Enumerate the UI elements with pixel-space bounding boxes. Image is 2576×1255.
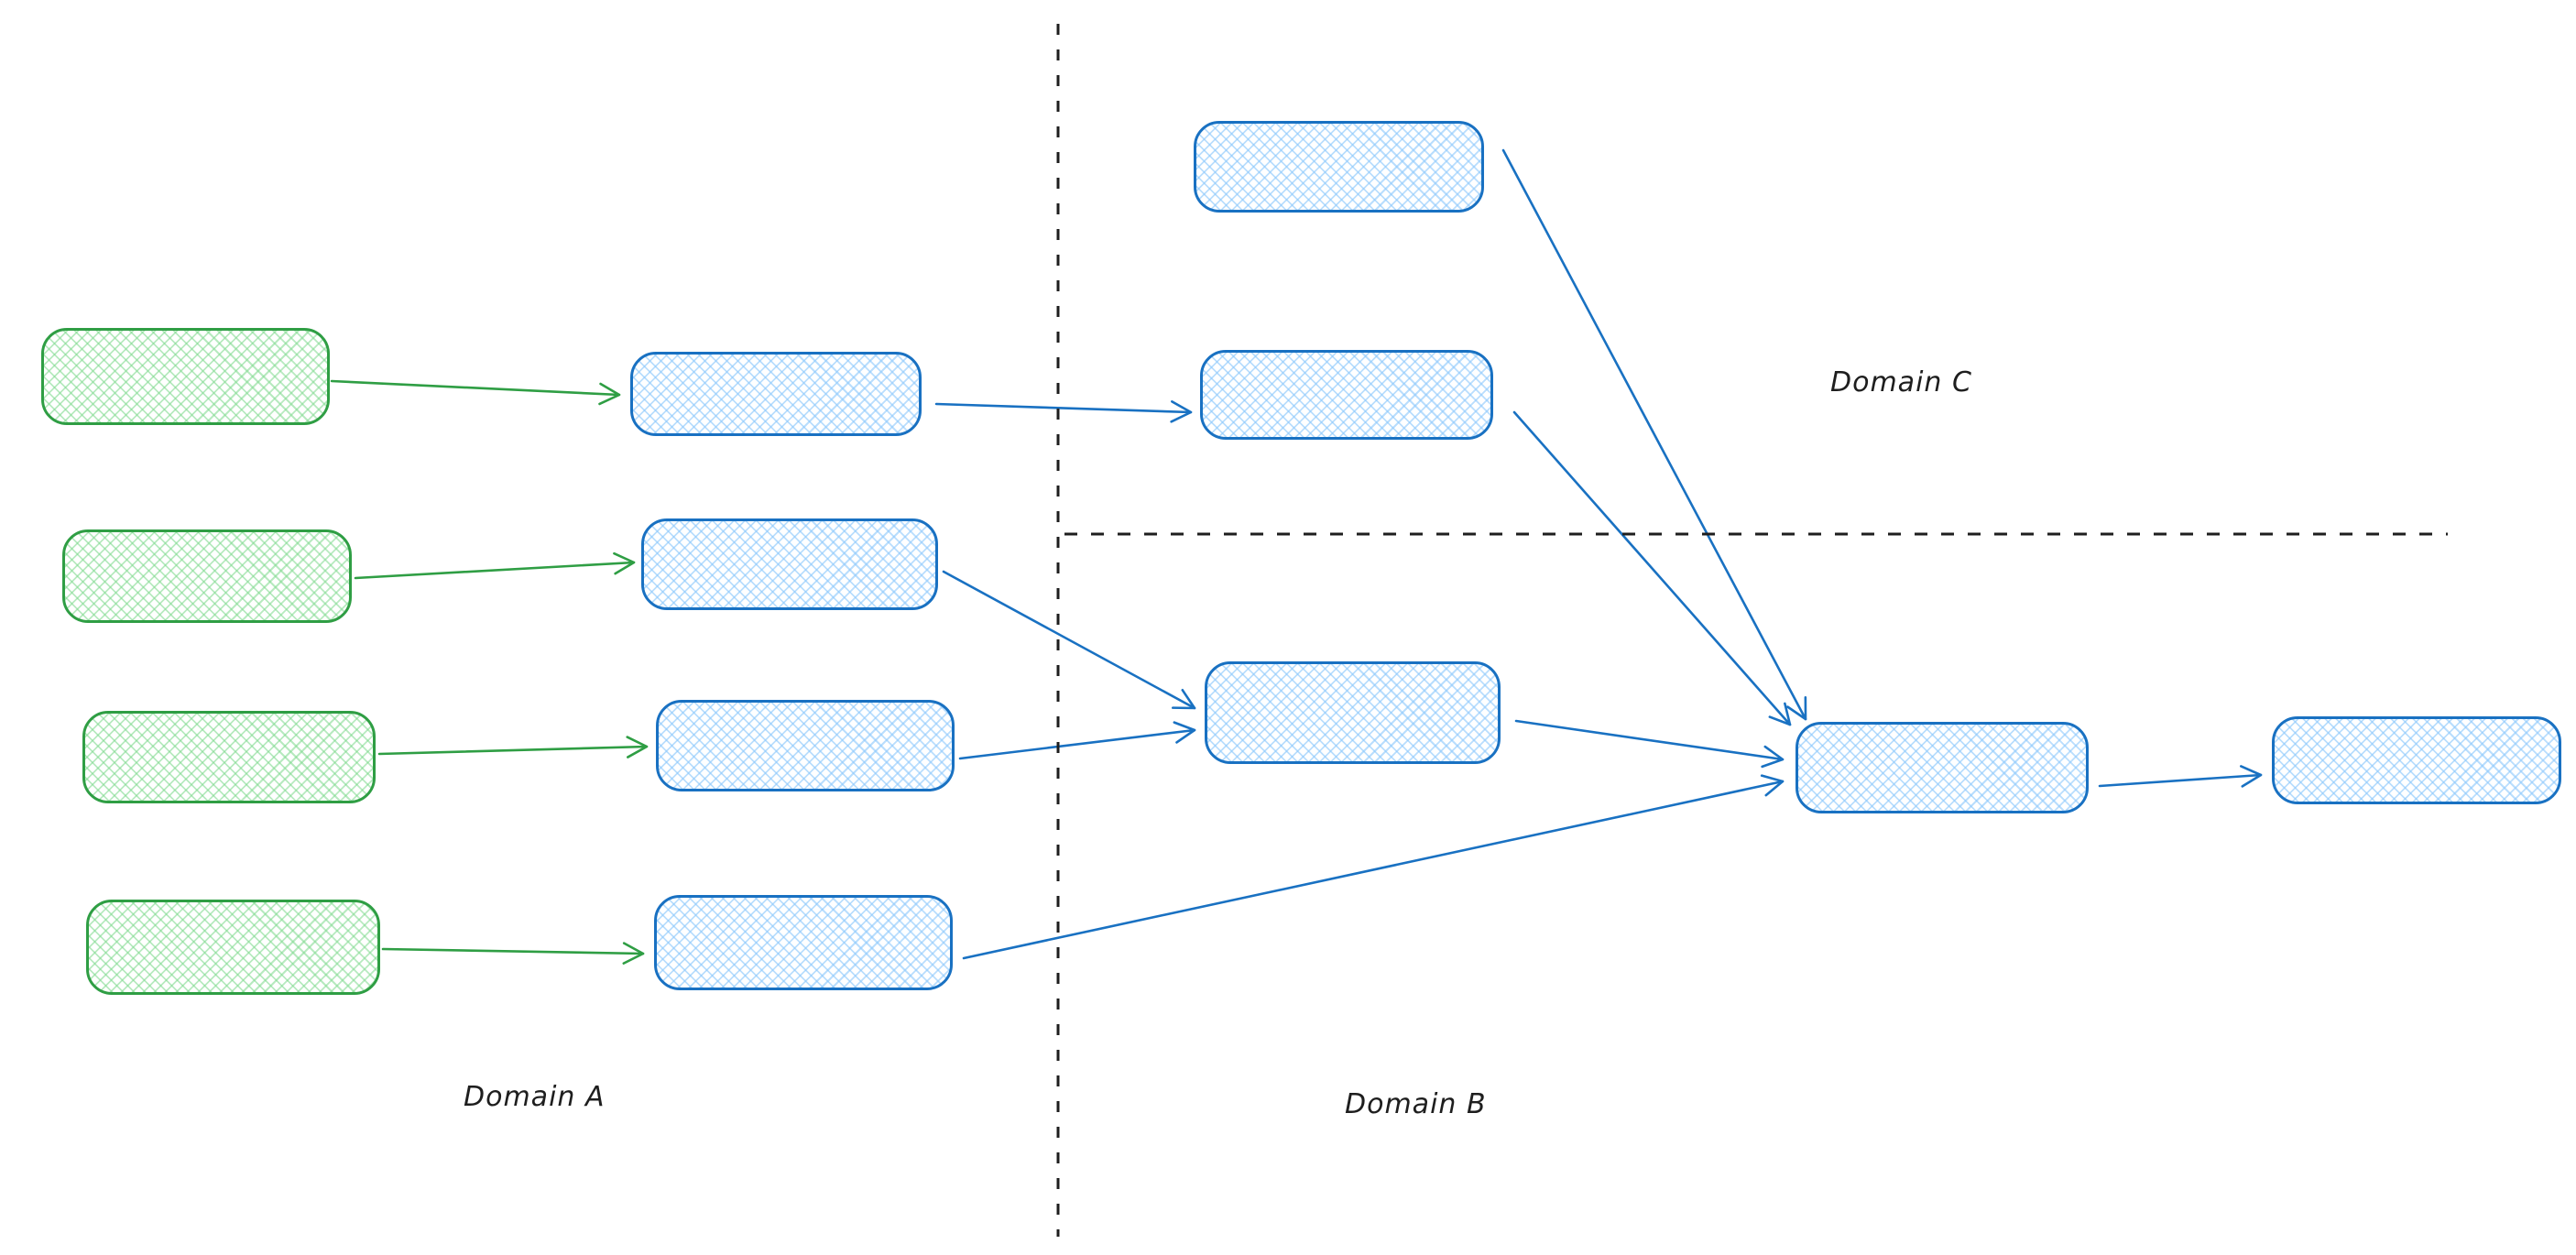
node-a-input-2[interactable] (62, 529, 352, 623)
node-b-lower[interactable] (1205, 661, 1501, 764)
node-a-stage2-4[interactable] (654, 895, 953, 990)
node-a-stage2-3[interactable] (656, 700, 955, 791)
node-a-input-1[interactable] (41, 328, 330, 425)
label-domain-c: Domain C (1830, 366, 1972, 398)
label-domain-b: Domain B (1345, 1088, 1487, 1120)
node-a-input-3[interactable] (82, 711, 376, 803)
node-a-stage2-1[interactable] (630, 352, 922, 436)
label-domain-a: Domain A (464, 1081, 606, 1113)
node-b-mid[interactable] (1200, 350, 1493, 440)
node-c-output[interactable] (2272, 716, 2561, 804)
node-a-stage2-2[interactable] (641, 518, 938, 610)
node-c-merge[interactable] (1796, 722, 2089, 813)
node-a-input-4[interactable] (86, 900, 380, 995)
node-b-top[interactable] (1194, 121, 1484, 213)
